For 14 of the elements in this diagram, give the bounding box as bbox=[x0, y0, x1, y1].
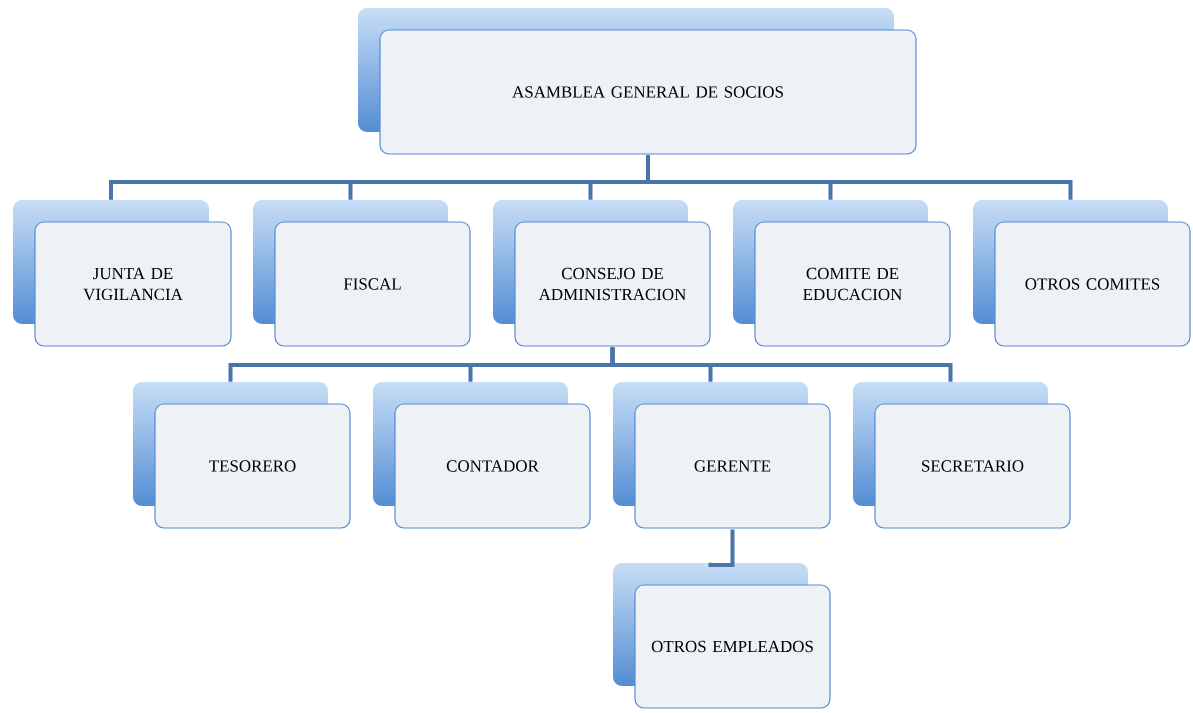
org-box: OTROS COMITES bbox=[994, 221, 1191, 347]
org-box: CONTADOR bbox=[394, 403, 591, 529]
org-box: OTROS EMPLEADOS bbox=[634, 584, 831, 709]
connector-line bbox=[708, 529, 735, 567]
org-box: SECRETARIO bbox=[874, 403, 1071, 529]
connector-line bbox=[646, 155, 1073, 200]
org-box: FISCAL bbox=[274, 221, 471, 347]
org-box: CONSEJO DE ADMINISTRACION bbox=[514, 221, 711, 347]
org-box: TESORERO bbox=[154, 403, 351, 529]
org-box: JUNTA DE VIGILANCIA bbox=[34, 221, 232, 347]
connector-line bbox=[610, 347, 953, 382]
org-box: ASAMBLEA GENERAL DE SOCIOS bbox=[379, 29, 917, 155]
org-box: GERENTE bbox=[634, 403, 831, 529]
org-box: COMITE DE EDUCACION bbox=[754, 221, 951, 347]
